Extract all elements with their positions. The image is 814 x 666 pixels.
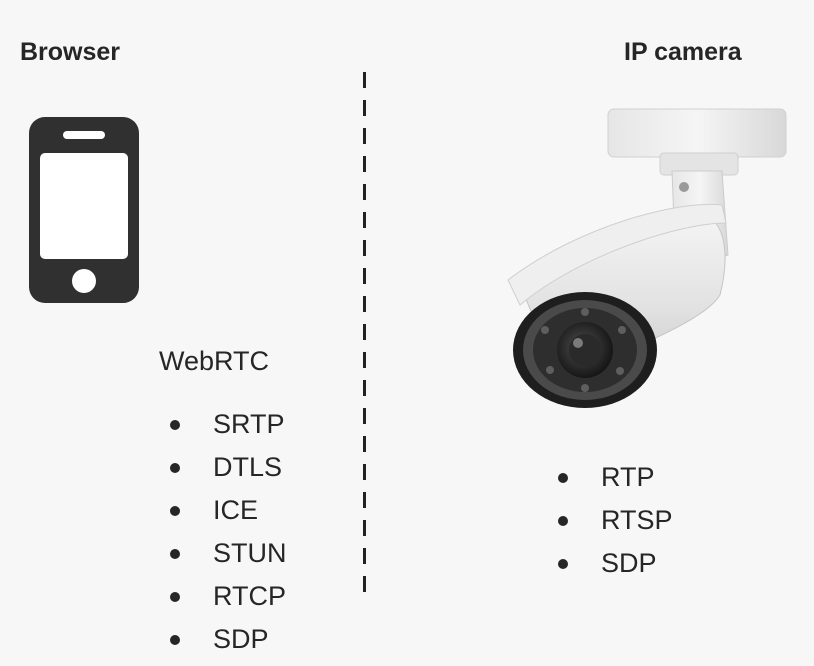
protocol-label: RTCP xyxy=(213,581,287,611)
bullet-icon xyxy=(170,506,180,516)
smartphone-icon xyxy=(29,117,139,303)
list-item: SDP xyxy=(170,618,350,661)
bullet-icon xyxy=(558,473,568,483)
protocol-label: STUN xyxy=(213,538,287,568)
bullet-icon xyxy=(170,635,180,645)
list-item: DTLS xyxy=(170,446,350,489)
protocol-label: SDP xyxy=(213,624,269,654)
protocol-label: SDP xyxy=(601,548,657,578)
protocol-label: RTP xyxy=(601,462,655,492)
bullet-icon xyxy=(170,420,180,430)
bullet-icon xyxy=(170,592,180,602)
protocol-label: RTSP xyxy=(601,505,673,535)
list-item: SRTP xyxy=(170,403,350,446)
protocol-label: ICE xyxy=(213,495,259,525)
list-item: SDP xyxy=(558,542,738,585)
ip-camera-icon xyxy=(507,108,787,408)
ip-camera-title: IP camera xyxy=(624,38,742,66)
list-item: STUN xyxy=(170,532,350,575)
dashed-divider xyxy=(363,72,366,602)
browser-protocol-list: SRTP DTLS ICE STUN RTCP SDP xyxy=(170,403,350,661)
list-item: RTP xyxy=(558,456,738,499)
bullet-icon xyxy=(558,516,568,526)
list-item: RTCP xyxy=(170,575,350,618)
bullet-icon xyxy=(558,559,568,569)
list-item: RTSP xyxy=(558,499,738,542)
webrtc-label: WebRTC xyxy=(159,346,270,376)
protocol-label: DTLS xyxy=(213,452,283,482)
browser-title: Browser xyxy=(20,38,121,66)
protocol-label: SRTP xyxy=(213,409,285,439)
list-item: ICE xyxy=(170,489,350,532)
bullet-icon xyxy=(170,549,180,559)
bullet-icon xyxy=(170,463,180,473)
ip-camera-protocol-list: RTP RTSP SDP xyxy=(558,456,738,585)
